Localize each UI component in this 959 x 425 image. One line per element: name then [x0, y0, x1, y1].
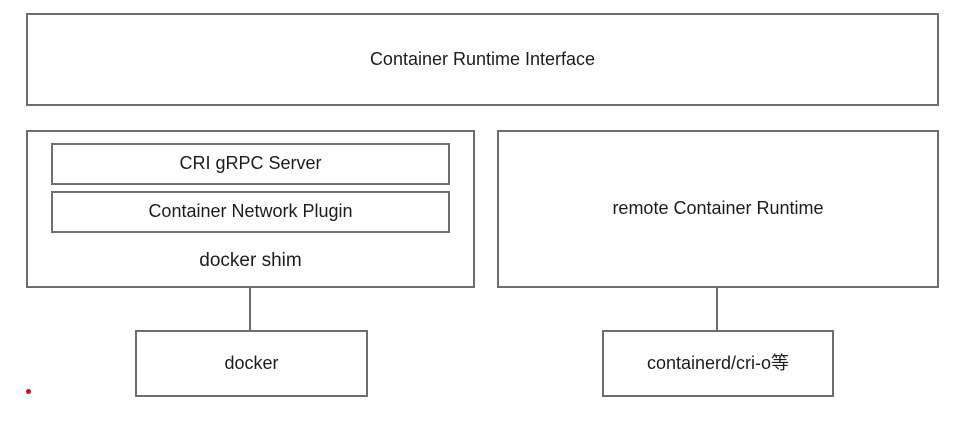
- containerd-crio-label: containerd/cri-o等: [646, 352, 790, 373]
- cri-grpc-server-box: CRI gRPC Server: [51, 143, 450, 185]
- container-runtime-interface-box: Container Runtime Interface: [26, 13, 939, 106]
- docker-label: docker: [224, 352, 279, 373]
- docker-box: docker: [135, 330, 368, 397]
- remote-container-runtime-label: remote Container Runtime: [612, 198, 824, 219]
- remote-container-runtime-box: remote Container Runtime: [497, 130, 939, 288]
- docker-shim-box: CRI gRPC Server Container Network Plugin…: [26, 130, 475, 288]
- cri-grpc-server-label: CRI gRPC Server: [179, 153, 322, 174]
- red-dot-marker: [26, 389, 31, 394]
- docker-shim-to-docker-connector: [249, 288, 251, 330]
- container-runtime-interface-label: Container Runtime Interface: [369, 48, 596, 69]
- container-network-plugin-label: Container Network Plugin: [148, 201, 353, 222]
- containerd-crio-box: containerd/cri-o等: [602, 330, 834, 397]
- docker-shim-label: docker shim: [199, 250, 302, 271]
- remote-runtime-to-containerd-connector: [716, 288, 718, 330]
- container-network-plugin-box: Container Network Plugin: [51, 191, 450, 233]
